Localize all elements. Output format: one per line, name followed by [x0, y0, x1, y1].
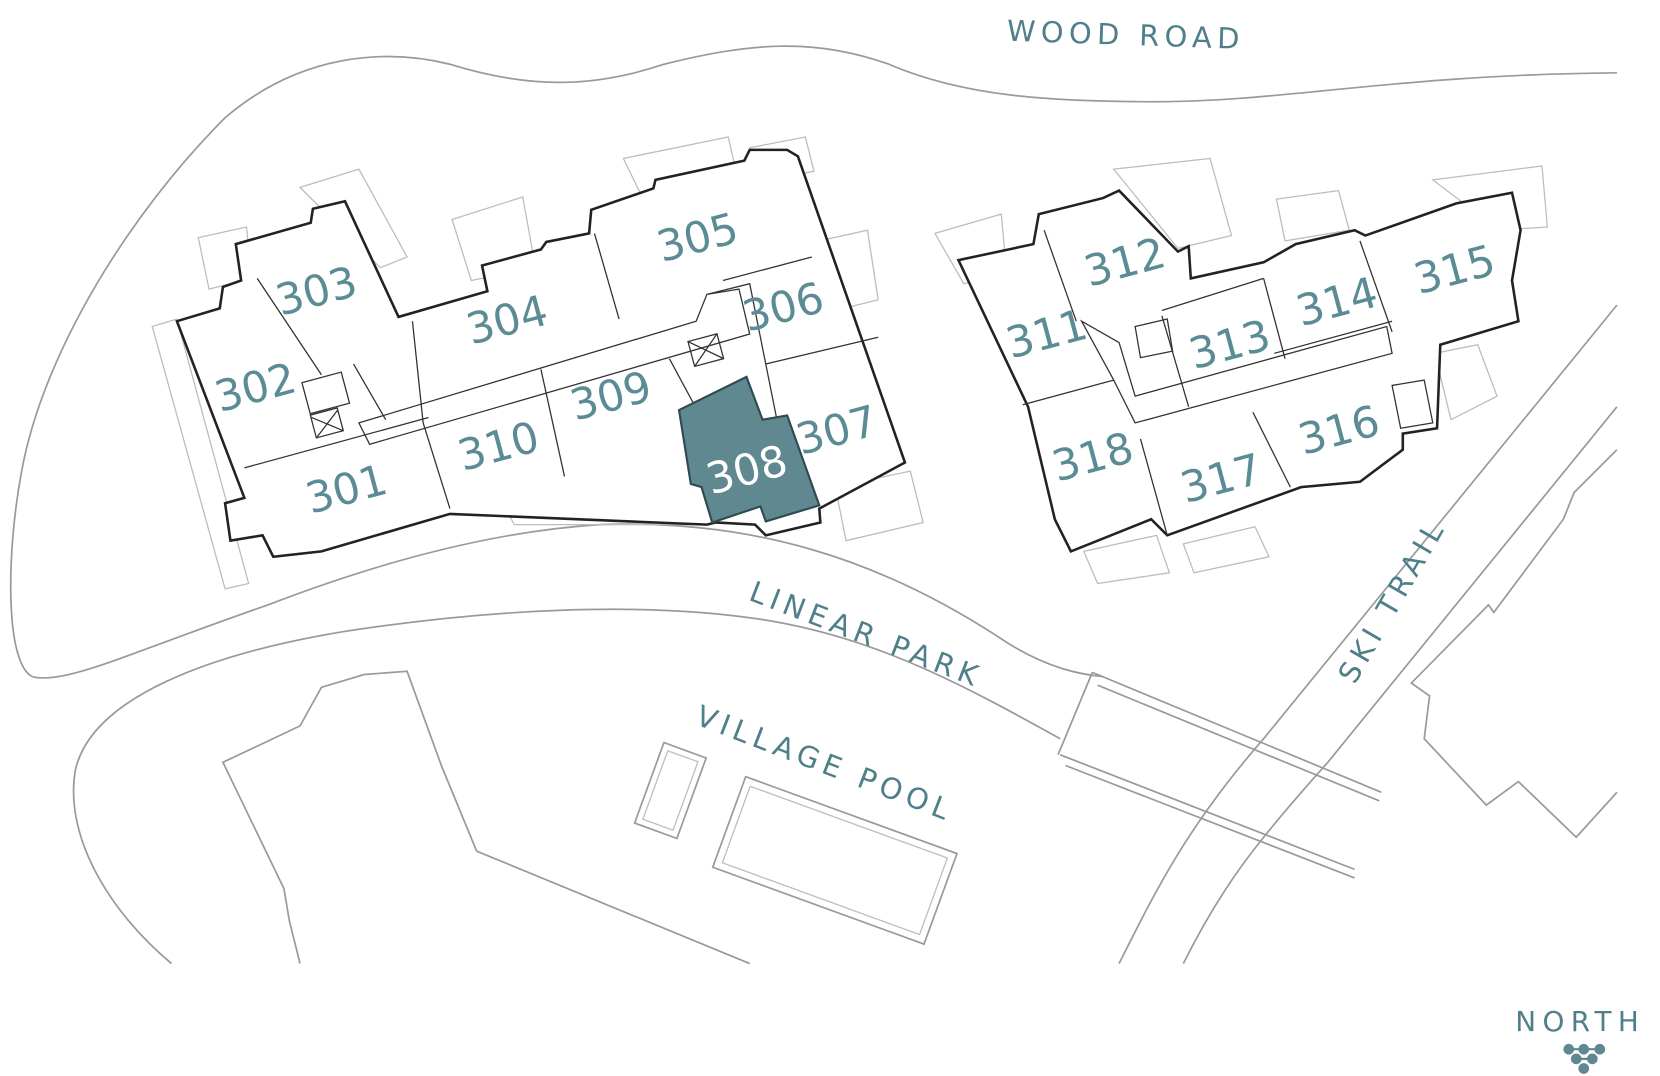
ski-trail-west [1118, 304, 1618, 964]
bridge-north [1091, 671, 1382, 802]
east-building-outline [956, 189, 1522, 554]
east-corridor [1079, 319, 1393, 424]
north-label: NORTH [1515, 1005, 1645, 1038]
village-pool-label: VILLAGE POOL [692, 699, 959, 829]
north-indicator: NORTH [1515, 1005, 1645, 1074]
unit-308-highlight[interactable] [677, 375, 821, 524]
linear-park-south-edge [72, 608, 1061, 965]
village-building [221, 670, 751, 965]
landscape-outlines [9, 45, 1618, 965]
stair-icon [301, 371, 351, 439]
east-building [1410, 449, 1618, 839]
east-stair [1134, 318, 1434, 429]
linear-park-label: LINEAR PARK [745, 574, 988, 694]
east-unit-walls [1022, 229, 1393, 536]
west-unit-walls [244, 233, 879, 509]
bridge-end [1057, 672, 1094, 756]
small-pool [633, 741, 708, 840]
elevator-icon [687, 333, 725, 368]
east-building [956, 189, 1522, 554]
north-arrow-icon [1563, 1043, 1606, 1074]
wood-road-label: WOOD ROAD [1006, 14, 1245, 56]
bridge-south [1059, 754, 1355, 879]
wood-road-edge [9, 45, 1617, 678]
village-pool-shape [711, 775, 959, 946]
ski-trail-label: SKI TRAIL [1331, 512, 1452, 688]
ski-trail-east [1182, 406, 1618, 964]
